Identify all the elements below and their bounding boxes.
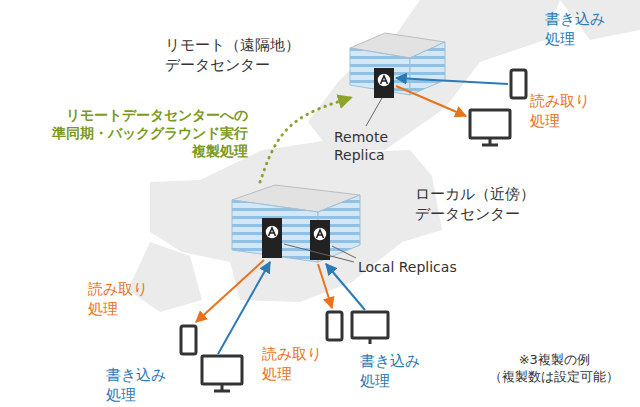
logo-ring xyxy=(377,73,391,87)
datacenter-label: ローカル（近傍） データセンター xyxy=(415,185,556,224)
server-logo xyxy=(265,225,279,239)
logo-mark xyxy=(269,228,276,236)
note-text: ※3複製の例 （複製数は設定可能） xyxy=(488,352,621,386)
logo-mark xyxy=(381,76,388,84)
datacenter-label: リモート（遠隔地） データセンター xyxy=(165,36,306,75)
monitor-stand xyxy=(482,138,498,145)
replica-label: Remote Replica xyxy=(334,128,398,164)
datacenter-region: ローカル（近傍） データセンター xyxy=(228,182,548,262)
server xyxy=(310,220,330,260)
phone-icon xyxy=(181,326,196,354)
local-datacenter-building xyxy=(232,185,360,262)
map-region xyxy=(308,0,560,150)
read-arrow xyxy=(196,260,264,322)
leader-line xyxy=(366,98,382,126)
logo-ring xyxy=(313,227,327,241)
io-label: 書き込み 処理 xyxy=(545,10,620,49)
read-arrow xyxy=(396,86,466,116)
leader-line xyxy=(332,246,356,258)
map-region xyxy=(128,242,202,312)
logo-ring xyxy=(265,225,279,239)
logo-mark xyxy=(317,230,324,238)
leader-line xyxy=(284,244,354,262)
monitor-stand xyxy=(369,338,372,344)
monitor-icon xyxy=(470,110,510,138)
io-label: 書き込み 処理 xyxy=(106,366,181,405)
server xyxy=(374,68,394,98)
io-label: 読み取り 処理 xyxy=(530,92,605,131)
building-front xyxy=(232,200,318,262)
replication-label: リモートデータセンターへの 準同期・バックグラウンド実行 複製処理 xyxy=(48,106,248,161)
server-logo xyxy=(377,73,391,87)
remote-datacenter-building xyxy=(350,33,445,98)
monitor-icon xyxy=(352,312,388,338)
replica-label: Local Replicas xyxy=(358,258,457,276)
server xyxy=(262,218,282,258)
read-arrow xyxy=(318,264,332,308)
phone-icon xyxy=(511,70,526,98)
write-arrow xyxy=(218,262,270,354)
monitor-stand xyxy=(214,384,230,391)
phone-icon xyxy=(327,312,342,340)
write-arrow xyxy=(396,78,508,84)
building-side xyxy=(410,42,445,95)
io-label: 読み取り 処理 xyxy=(88,280,163,319)
io-label: 読み取り 処理 xyxy=(262,345,337,384)
datacenter-region: リモート（遠隔地） データセンター xyxy=(160,30,450,98)
server-logo xyxy=(313,227,327,241)
io-label: 書き込み 処理 xyxy=(360,352,435,391)
leader-lines xyxy=(284,98,382,262)
monitor-icon xyxy=(202,356,242,384)
